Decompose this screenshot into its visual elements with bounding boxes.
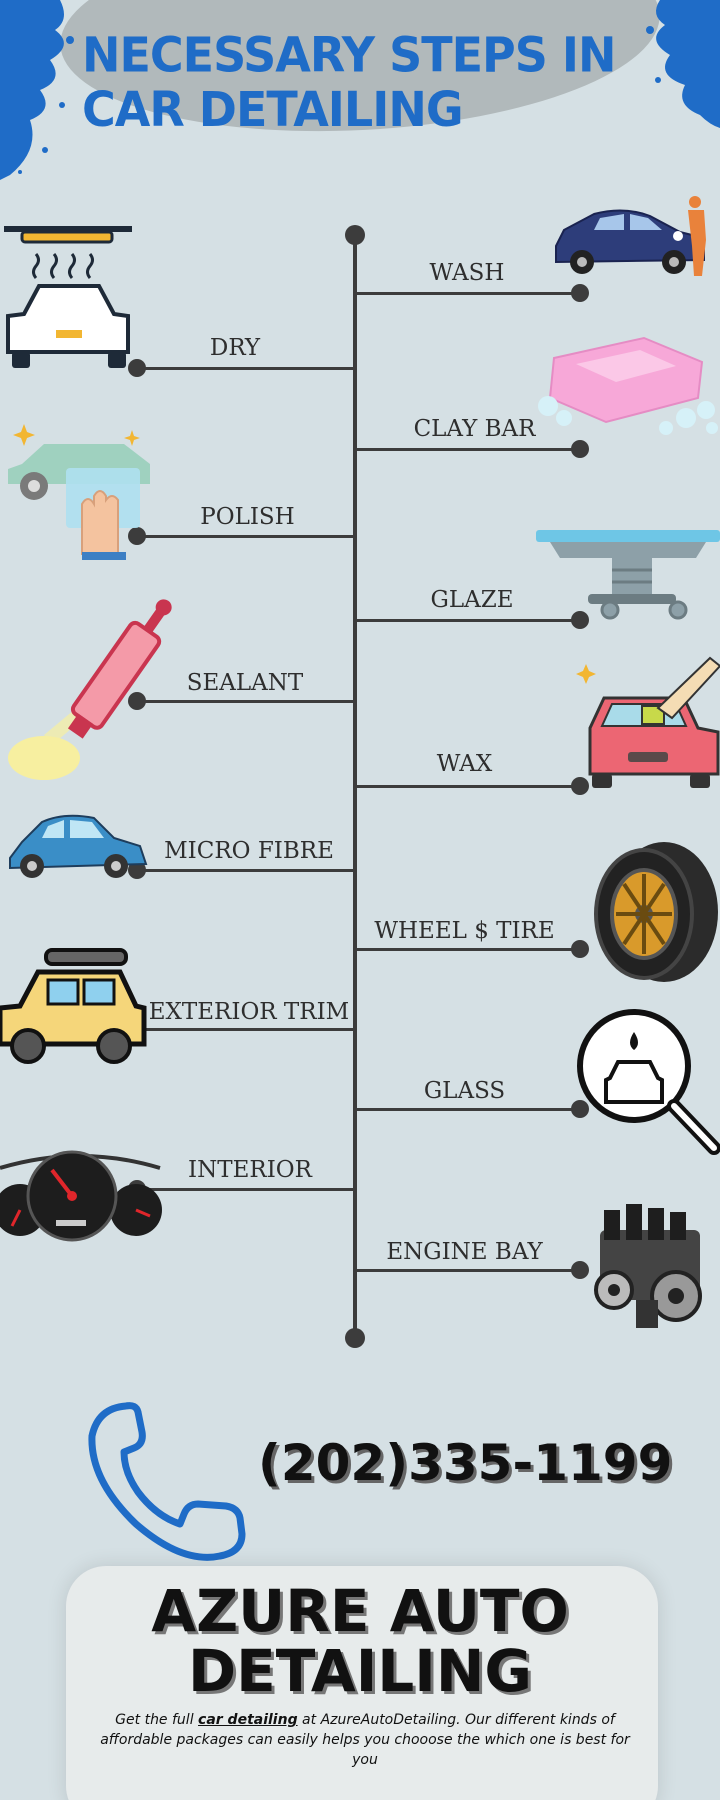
engine-icon [594,1204,702,1328]
blurb-prefix: Get the full [115,1712,199,1728]
polish-hand-icon [8,424,150,560]
step-label-polish: POLISH [200,504,295,530]
phone-number[interactable]: (202)335-1199 [258,1434,673,1492]
phone-handset-icon [88,1402,246,1561]
branch-dot-micro-fibre [128,861,146,879]
step-label-wheel-tire: WHEEL $ TIRE [374,918,555,944]
branch-dot-glass [571,1100,589,1118]
roof-rack-car-icon [0,948,147,1064]
step-label-sealant: SEALANT [186,670,304,696]
paint-splash-left-icon [0,0,74,180]
step-label-clay-bar: CLAY BAR [413,416,536,442]
branch-micro-fibre [137,869,357,872]
step-label-dry: DRY [209,335,261,361]
branch-wheel-tire [357,948,579,951]
branch-dot-sealant [128,692,146,710]
brand-name-line-2: DETAILING [188,1637,532,1705]
branch-dot-glaze [571,611,589,629]
paint-splash-right-icon [646,0,720,128]
branch-wash [357,292,579,295]
timeline-spine [353,234,357,1338]
timeline-end-dot [345,1328,365,1348]
footer-card [66,1566,658,1800]
car-detailing-link[interactable]: car detailing [198,1712,298,1728]
branch-dot-engine-bay [571,1261,589,1279]
blurb-suffix: at AzureAutoDetailing. Our different kin… [100,1712,630,1768]
branch-dot-wheel-tire [571,940,589,958]
step-label-interior: INTERIOR [188,1157,312,1183]
clay-bar-icon [538,336,718,435]
footer-blurb: Get the full car detailing at AzureAutoD… [95,1710,635,1770]
sealant-tube-icon [8,599,172,780]
waxing-car-icon [576,656,720,788]
step-label-micro-fibre: MICRO FIBRE [164,838,334,864]
step-label-glaze: GLAZE [430,587,514,613]
branch-exterior-trim [137,1028,357,1031]
step-label-wax: WAX [436,751,493,777]
branch-dot-clay-bar [571,440,589,458]
branch-polish [137,535,357,538]
brand-name-line-1: AZURE AUTO [151,1577,569,1645]
branch-dot-wash [571,284,589,302]
lift-table-icon [536,530,720,620]
branch-dry [137,367,357,370]
branch-dot-dry [128,359,146,377]
step-label-glass: GLASS [423,1078,506,1104]
step-label-engine-bay: ENGINE BAY [386,1239,543,1265]
branch-glaze [357,619,579,622]
tire-icon [594,842,718,982]
branch-wax [357,785,579,788]
page-title: NECESSARY STEPS IN CAR DETAILING [82,27,682,136]
magnifier-car-icon [577,1009,720,1155]
branch-engine-bay [357,1269,579,1272]
car-dryer-icon [4,226,132,368]
washing-car-icon [555,196,706,276]
branch-glass [357,1108,579,1111]
branch-dot-polish [128,527,146,545]
step-label-wash: WASH [429,260,505,286]
dashboard-gauge-icon [0,1150,162,1242]
branch-clay-bar [357,448,579,451]
branch-interior [137,1188,357,1191]
branch-sealant [137,700,357,703]
branch-dot-wax [571,777,589,795]
blue-car-icon [9,814,148,878]
timeline-start-dot [345,225,365,245]
title-line-1: NECESSARY STEPS IN [82,26,617,84]
title-line-2: CAR DETAILING [82,80,464,138]
step-label-exterior-trim: EXTERIOR TRIM [148,999,350,1025]
